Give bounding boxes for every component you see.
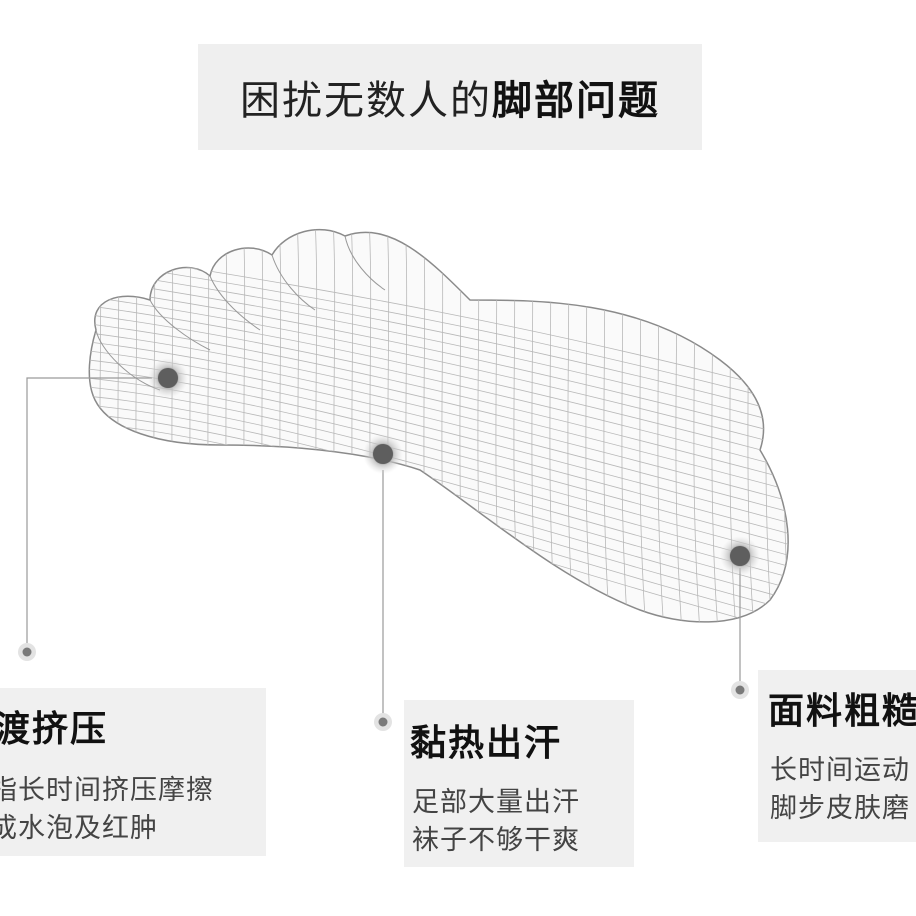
mesh-line [89,331,789,499]
mesh-line [89,304,789,466]
problem-card-pressure: 渡挤压 指长时间挤压摩擦 成水泡及红肿 [0,688,266,856]
title-normal: 困扰无数人的 [240,78,492,124]
marker-dot-arch [363,434,403,474]
card-title: 黏热出汗 [410,723,563,764]
card-line: 足部大量出汗 [412,787,580,818]
mesh-line [89,295,789,455]
mesh-line [89,276,789,434]
card-title: 面料粗糙 [768,691,916,732]
mesh-line [89,322,789,488]
problem-card-fabric: 面料粗糙 长时间运动 脚步皮肤磨 [758,670,916,842]
mesh-line [115,229,127,622]
mesh-line [800,200,810,660]
mesh-line [89,285,789,445]
mesh-line [89,229,91,622]
mesh-line [97,229,109,622]
mesh-line [89,340,789,510]
card-line: 脚步皮肤磨 [770,793,910,824]
card-line: 长时间运动 [770,755,910,786]
card-line: 袜子不够干爽 [412,825,580,856]
card-line: 指长时间挤压摩擦 [0,775,214,806]
page-title: 困扰无数人的脚部问题 [240,68,660,126]
title-bold: 脚部问题 [492,78,660,124]
problem-card-sweat: 黏热出汗 足部大量出汗 袜子不够干爽 [404,700,634,867]
marker-dot-heel [720,536,760,576]
foot-body [88,200,810,660]
end-dots [18,643,749,731]
card-line: 成水泡及红肿 [0,813,158,844]
title-banner: 困扰无数人的脚部问题 [198,44,702,150]
mesh-line [89,267,789,423]
connector-lines [26,377,741,720]
marker-dot-toe [148,358,188,398]
mesh-line [781,229,789,622]
card-title: 渡挤压 [0,709,109,750]
mesh-line [89,313,789,477]
